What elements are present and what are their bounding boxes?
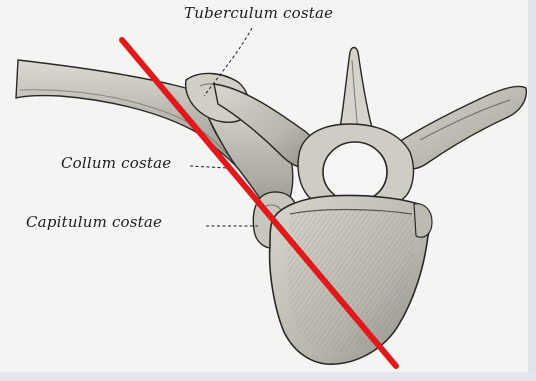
label-collum-costae: Collum costae (61, 154, 171, 172)
label-capitulum-costae: Capitulum costae (26, 213, 162, 231)
frame-edge-bottom (0, 372, 536, 381)
frame-edge-right (528, 0, 536, 381)
vertebral-foramen (323, 142, 387, 202)
costal-facet-right (414, 204, 432, 238)
leader-line-collum (190, 166, 228, 168)
transverse-process-right (395, 86, 526, 169)
label-tuberculum-costae: Tuberculum costae (184, 4, 333, 22)
